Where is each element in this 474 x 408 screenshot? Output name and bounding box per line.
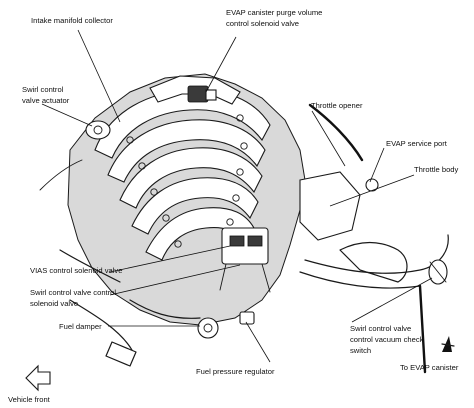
vehicle-front-arrow-icon <box>25 364 51 392</box>
label-swirl-solenoid-line1: Swirl control valve control <box>30 288 116 297</box>
label-fuel-damper: Fuel damper <box>59 322 102 331</box>
label-swirl-actuator-line2: valve actuator <box>22 96 70 105</box>
label-to-evap-canister: To EVAP canister <box>400 363 459 372</box>
leader-lines <box>41 29 433 363</box>
label-evap-service-port: EVAP service port <box>386 139 448 148</box>
throttle-body <box>299 171 408 283</box>
label-fuel-pressure-regulator: Fuel pressure regulator <box>196 367 275 376</box>
label-throttle-body: Throttle body <box>414 165 459 174</box>
label-throttle-opener: Throttle opener <box>311 101 363 110</box>
label-swirl-actuator-line1: Swirl control <box>22 85 64 94</box>
label-vehicle-front: Vehicle front <box>8 395 51 404</box>
fuel-components <box>105 311 255 367</box>
swirl-actuator <box>85 120 111 140</box>
label-intake-manifold-collector: Intake manifold collector <box>31 16 113 25</box>
vacuum-check-switch <box>428 259 448 285</box>
evap-purge-solenoid <box>187 85 217 103</box>
label-vacuum-switch-line3: switch <box>350 346 371 355</box>
hoses <box>39 103 449 374</box>
label-vacuum-switch-line1: Swirl control valve <box>350 324 411 333</box>
label-vacuum-switch-line2: control vacuum check <box>350 335 424 344</box>
label-swirl-solenoid-line2: solenoid valve <box>30 299 78 308</box>
label-evap-purge-line2: control solenoid valve <box>226 19 299 28</box>
label-vias-solenoid: VIAS control solenoid valve <box>30 266 122 275</box>
to-evap-arrow-icon <box>441 336 455 352</box>
label-evap-purge-line1: EVAP canister purge volume <box>226 8 322 17</box>
